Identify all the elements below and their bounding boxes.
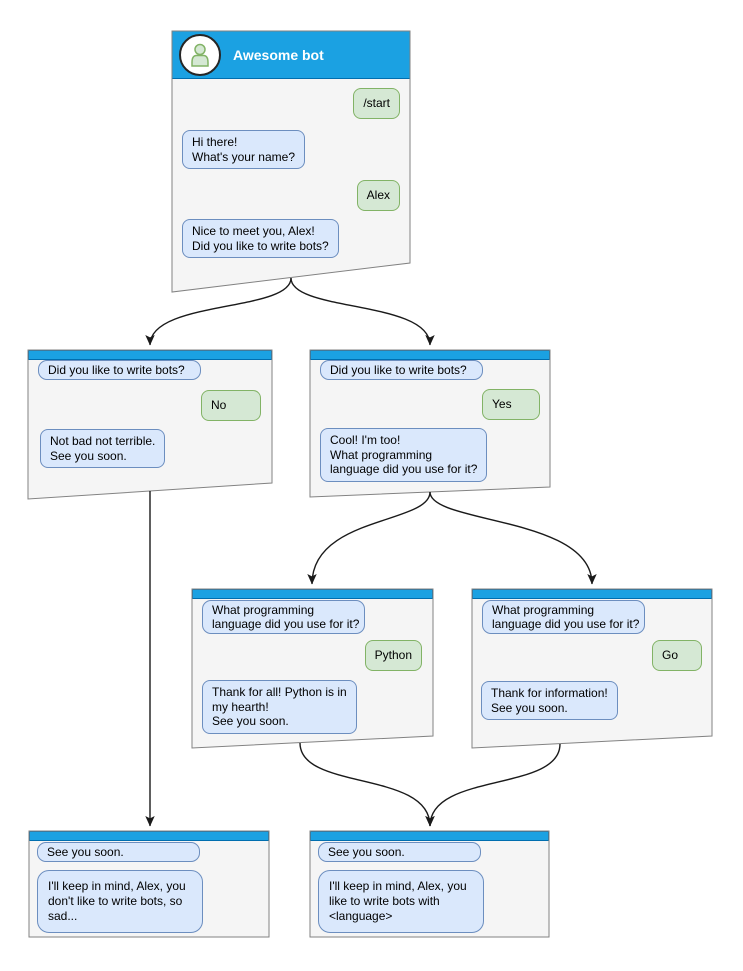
bot-name: Awesome bot [233, 46, 324, 63]
chat-window-end-yes: See you soon. I'll keep in mind, Alex, y… [310, 831, 549, 937]
connector-yes-to-go [429, 491, 597, 585]
user-message-bubble: Python [364, 640, 422, 671]
bot-message-bubble: Thank for information! See you soon. [481, 681, 618, 721]
bot-message-bubble: I'll keep in mind, Alex, you like to wri… [318, 870, 484, 933]
bot-message-bubble: Thank for all! Python is in my hearth! S… [202, 680, 357, 734]
bot-message-bubble: See you soon. [37, 842, 200, 863]
bot-message-bubble: Cool! I'm too! What programming language… [320, 428, 488, 482]
connector-start-to-yes [290, 277, 435, 346]
chat-window-end-no: See you soon. I'll keep in mind, Alex, y… [29, 831, 269, 937]
bot-message-bubble: Did you like to write bots? [38, 360, 201, 381]
bot-message-bubble: I'll keep in mind, Alex, you don't like … [37, 870, 203, 933]
chat-window-start: Awesome bot /start Hi there! What's your… [172, 31, 410, 292]
bot-message-bubble: What programming language did you use fo… [482, 600, 645, 635]
user-message-bubble: Go [652, 640, 702, 671]
connector-python-to-end-yes [299, 742, 435, 827]
bot-message-bubble: Hi there! What's your name? [182, 130, 306, 170]
chat-window-branch-no: Did you like to write bots? No Not bad n… [28, 350, 272, 499]
connector-yes-to-python [307, 491, 431, 585]
bot-message-bubble: What programming language did you use fo… [202, 600, 365, 635]
person-icon [191, 43, 209, 67]
chat-window-branch-go: What programming language did you use fo… [472, 589, 712, 748]
window-title-bar [192, 589, 433, 599]
chat-window-branch-python: What programming language did you use fo… [192, 589, 433, 748]
bot-message-bubble: Did you like to write bots? [320, 360, 483, 381]
window-title-bar [28, 350, 272, 360]
bot-message-bubble: Nice to meet you, Alex! Did you like to … [182, 219, 339, 259]
chat-window-branch-yes: Did you like to write bots? Yes Cool! I'… [310, 350, 550, 497]
chat-header: Awesome bot [172, 31, 410, 79]
window-title-bar [310, 831, 549, 841]
user-message-bubble: Alex [356, 180, 400, 211]
window-title-bar [472, 589, 712, 599]
connector-start-to-no [145, 277, 292, 346]
window-title-bar [29, 831, 269, 841]
bot-avatar [179, 33, 221, 76]
user-message-bubble: No [201, 390, 261, 421]
bot-message-bubble: See you soon. [318, 842, 481, 863]
connector-go-to-end-yes [425, 743, 561, 827]
bot-message-bubble: Not bad not terrible. See you soon. [40, 429, 166, 469]
user-message-bubble: /start [353, 88, 400, 119]
user-message-bubble: Yes [482, 389, 540, 420]
window-title-bar [310, 350, 550, 360]
